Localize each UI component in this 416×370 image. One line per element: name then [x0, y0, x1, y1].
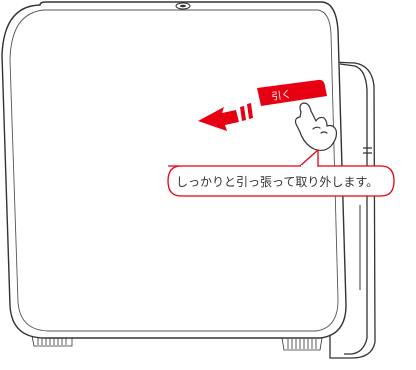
instruction-callout: しっかりと引っ張って取り外します。 — [167, 149, 395, 197]
pull-arrow-icon — [198, 103, 253, 131]
callout-text: しっかりと引っ張って取り外します。 — [176, 175, 378, 189]
pull-tab: 引く — [257, 79, 327, 106]
hand-icon — [294, 102, 338, 152]
pull-tab-label: 引く — [271, 88, 292, 103]
